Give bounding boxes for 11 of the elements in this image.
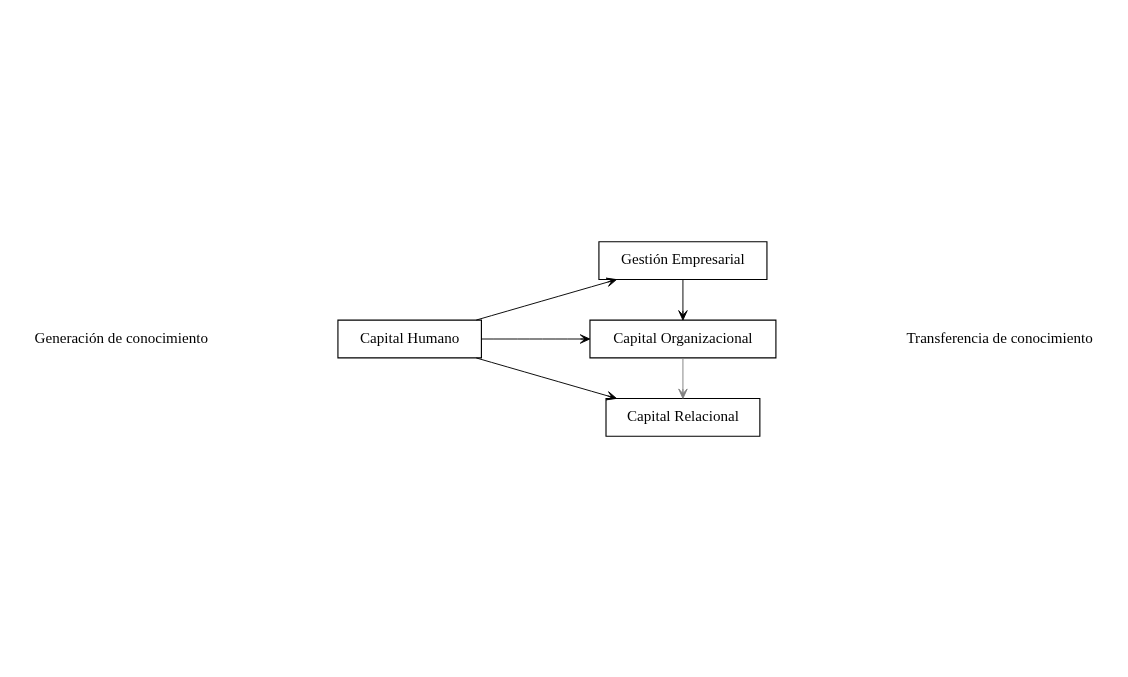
arrow [481, 333, 591, 344]
node-box: Capital Humano [337, 319, 482, 358]
arrow [475, 277, 617, 320]
arrow [475, 357, 617, 400]
label: Generación de conocimiento [34, 329, 209, 346]
node-box: Capital Relacional [605, 397, 761, 437]
arrow [678, 357, 688, 399]
arrow [678, 278, 688, 320]
node-box: Capital Organizacional [589, 319, 777, 358]
label: Transferencia de conocimiento [906, 329, 1093, 346]
node-box: Gestión Empresarial [598, 240, 768, 280]
